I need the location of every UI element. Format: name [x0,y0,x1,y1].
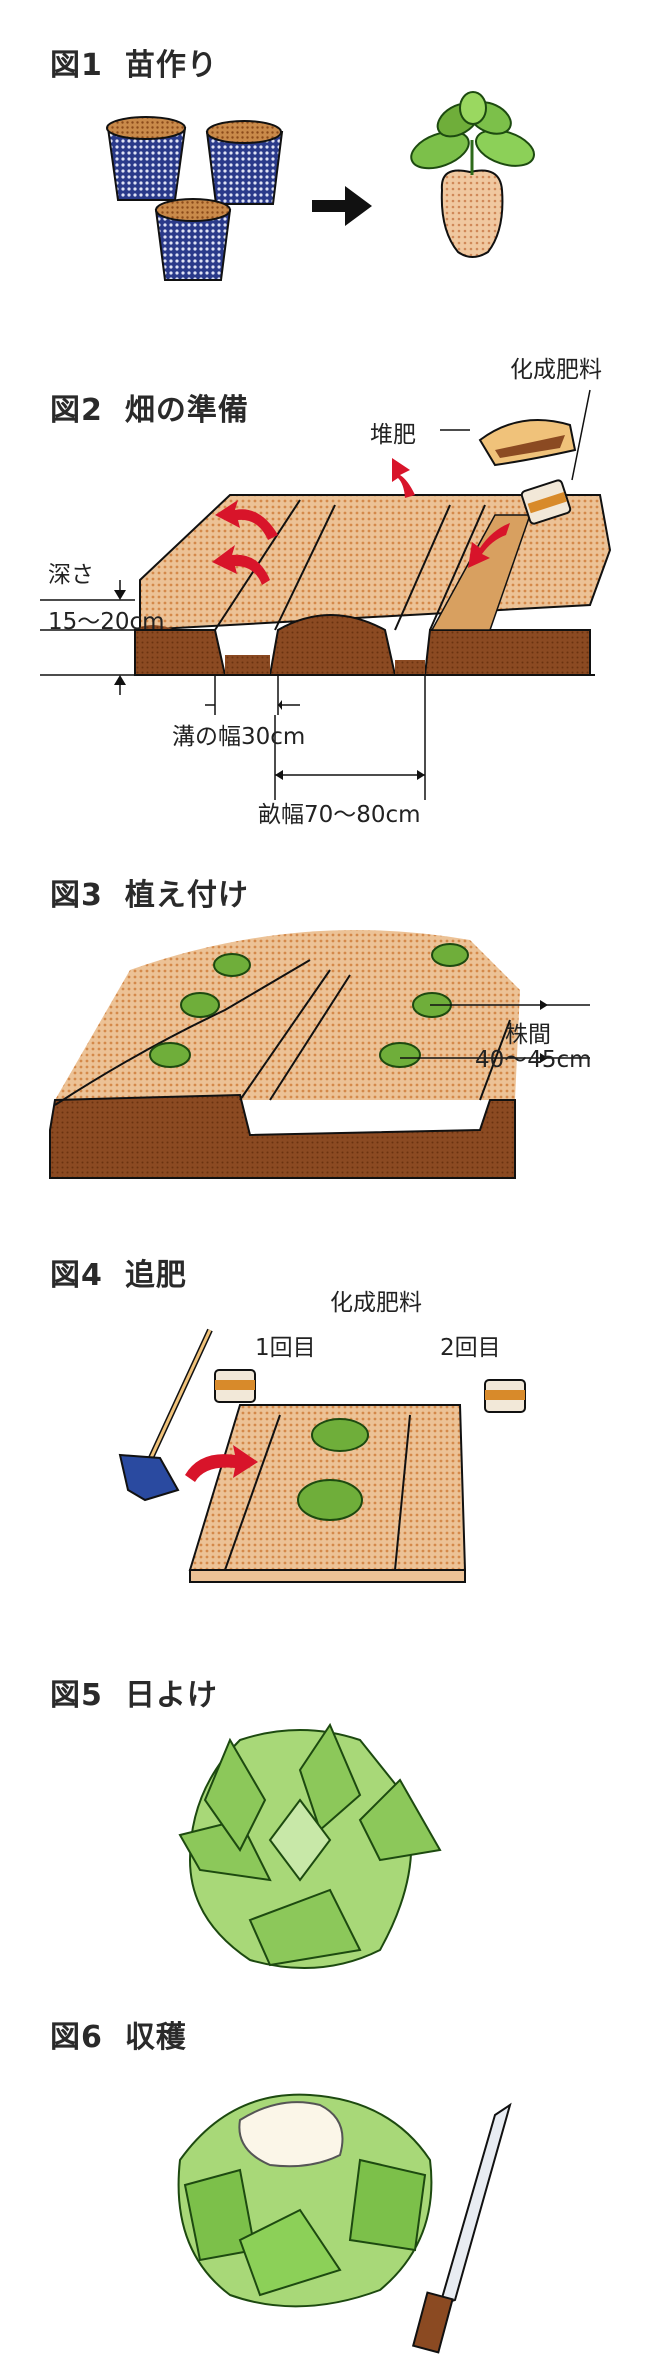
figure-6-title: 図6 収穫 [50,2012,187,2056]
compost-label: 堆肥 [370,422,416,448]
figure-5-number: 図5 [50,1678,103,1713]
pot-icon [154,198,232,281]
figure-2-caption: 畑の準備 [124,393,249,428]
top-dressing-illustration [118,1328,526,1583]
fertilizer-bag-icon [484,1379,526,1413]
figure-4-caption: 追肥 [124,1258,187,1293]
depth-label: 深さ [48,562,94,588]
cauliflower-icon [177,2093,433,2308]
fertilizer-bag-icon [520,479,572,525]
figure-3-number: 図3 [50,878,103,913]
pot-icon [205,120,284,205]
figure-6-caption: 収穫 [124,2020,187,2055]
cauliflower-leaves-icon [178,1722,442,1969]
hoe-icon [118,1328,213,1502]
figure-4-title: 図4 追肥 [50,1250,187,1294]
figure-2-title: 図2 畑の準備 [50,385,249,429]
first-application-label: 1回目 [255,1335,316,1361]
figure-1: 図1 苗作り [0,0,667,330]
figure-5: 図5 日よけ [0,1620,667,2010]
depth-value: 15～20cm [48,609,165,635]
arrow-icon [212,458,510,585]
figure-1-caption: 苗作り [124,48,218,83]
arrow-icon [185,1445,258,1482]
seedling-icon [410,91,535,258]
trench-width-label: 溝の幅30cm [172,724,306,750]
figure-1-number: 図1 [50,48,103,83]
second-application-label: 2回目 [440,1335,501,1361]
spacing-value: 40～45cm [475,1047,592,1073]
figure-2: 図2 畑の準備 [0,330,667,860]
figure-1-title: 図1 苗作り [50,40,218,84]
field-preparation-illustration [40,389,612,800]
fertilizer-bag-icon [214,1369,256,1403]
figure-5-caption: 日よけ [124,1678,218,1713]
figure-4-number: 図4 [50,1258,103,1293]
figure-3-caption: 植え付け [124,878,249,913]
fertilizer-label: 化成肥料 [330,1290,422,1316]
figure-3: 図3 植え付け [0,860,667,1200]
basket-icon [478,419,577,467]
ridge-2 [268,614,397,676]
pot-icon [106,116,187,201]
ridge-1 [134,629,227,676]
harvest-illustration [177,2093,512,2354]
figure-5-title: 図5 日よけ [50,1670,218,1714]
figure-6-number: 図6 [50,2020,103,2055]
plant-icon [297,1418,369,1521]
seedling-illustration [106,91,535,281]
shading-illustration [178,1722,442,1969]
figure-2-number: 図2 [50,393,103,428]
figure-4: 図4 追肥 [0,1200,667,1620]
spacing-label: 株間 [505,1022,551,1048]
figure-6: 図6 収穫 [0,2010,667,2369]
arrow-right-icon [312,186,372,226]
soil-section [49,1093,516,1179]
ridge-width-label: 畝幅70～80cm [258,802,421,828]
ridge-3 [423,629,591,676]
fertilizer-label: 化成肥料 [510,357,602,383]
knife-icon [411,2102,512,2354]
figure-3-title: 図3 植え付け [50,870,249,914]
planting-illustration [49,930,590,1179]
